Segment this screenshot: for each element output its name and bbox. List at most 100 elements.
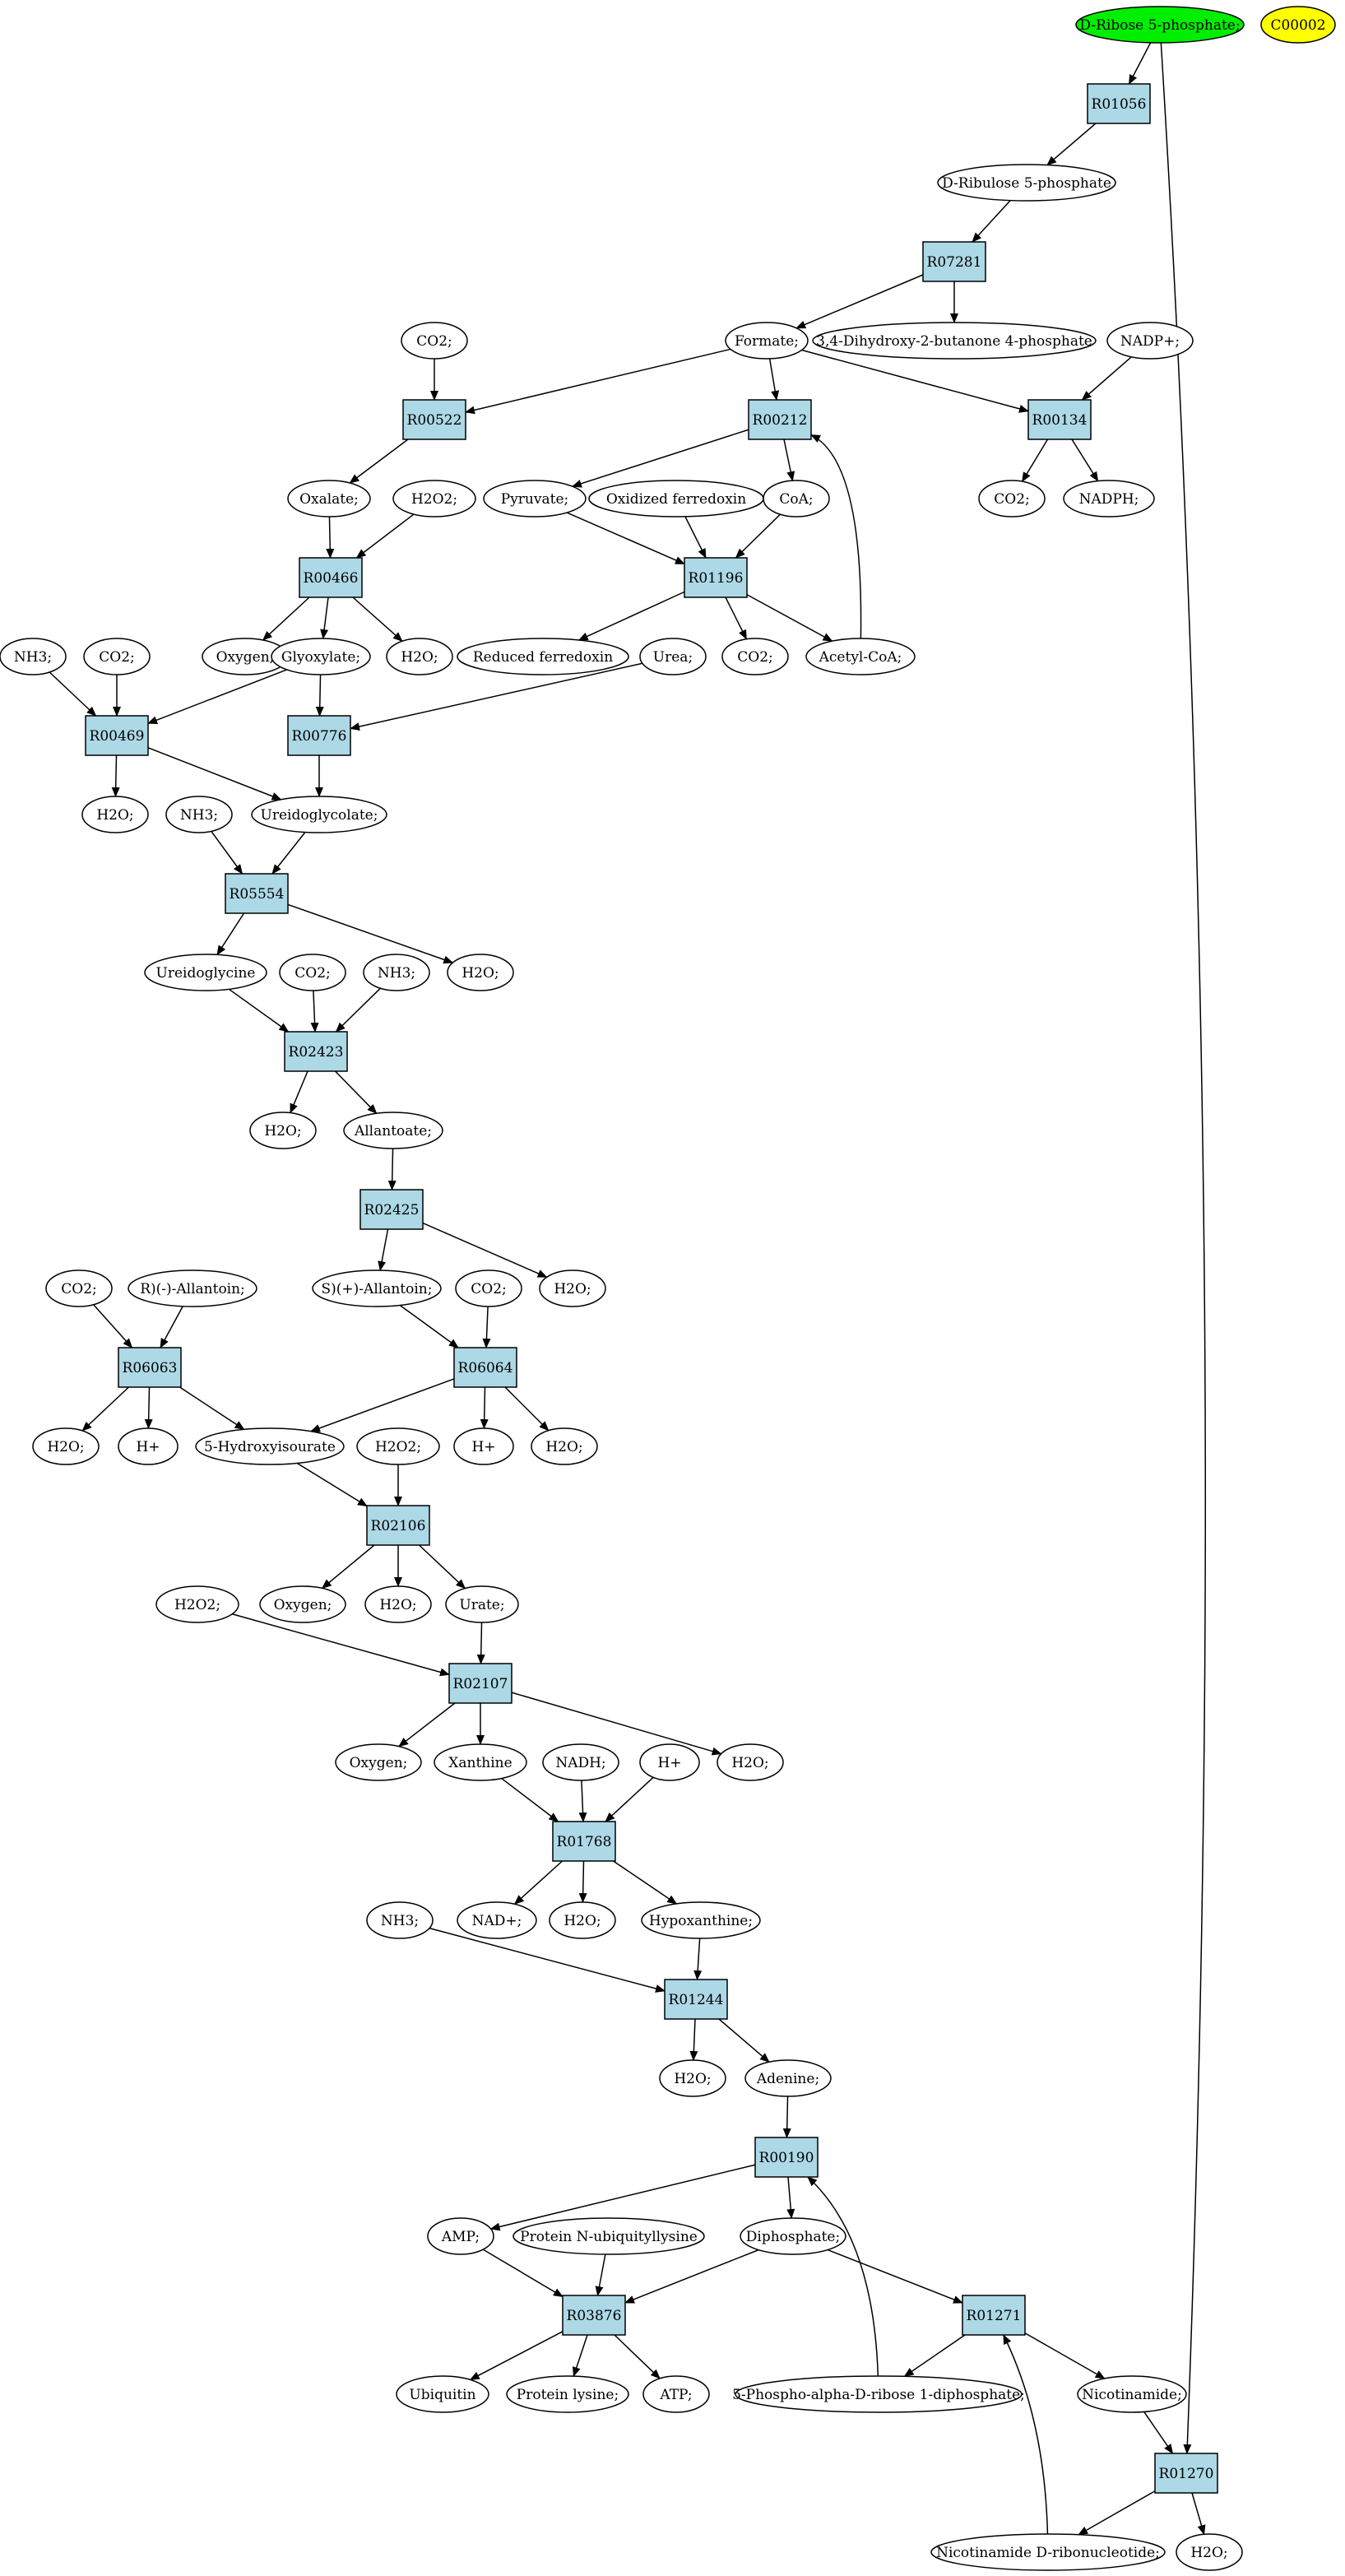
metabolite-node-m-ribulose5p: D-Ribulose 5-phosphate (937, 164, 1116, 202)
node-label: Ureidoglycolate; (261, 807, 378, 824)
metabolite-ellipse (81, 796, 149, 833)
edge-m-nh3-b-to-r-r05554 (211, 830, 243, 875)
edge-m-nmn-to-r-r01271 (1003, 2334, 1049, 2535)
reaction-box (366, 1505, 430, 1546)
metabolite-ellipse (735, 2375, 1023, 2413)
metabolite-ellipse (155, 1585, 239, 1623)
reaction-box (1154, 2453, 1218, 2494)
metabolite-node-m-h2o-f: H2O; (32, 1427, 100, 1465)
metabolite-ellipse (356, 1427, 440, 1465)
node-label: Nicotinamide D-ribonucleotide; (936, 2545, 1160, 2561)
metabolite-node-m-prpp: 5-Phospho-alpha-D-ribose 1-diphosphate; (732, 2375, 1025, 2413)
node-label: Oxygen; (350, 1755, 408, 1771)
edge-r-r01768-to-m-nad (513, 1860, 564, 1905)
metabolite-ellipse (763, 480, 830, 518)
metabolite-ellipse (531, 1427, 598, 1465)
edge-r-r06063-to-m-hplus-a (144, 1386, 153, 1429)
edge-r-r02106-to-m-oxygen-b (321, 1544, 375, 1590)
edge-m-nadp-to-r-r00134 (1081, 356, 1132, 401)
reaction-box (85, 715, 149, 756)
reaction-node-r-r00776: R00776 (287, 715, 351, 756)
metabolite-ellipse (812, 322, 1097, 360)
node-label: NH3; (180, 807, 218, 824)
metabolite-ellipse (118, 1427, 179, 1465)
edge-r-r01271-to-m-nicotinamide (1024, 2332, 1106, 2379)
edge-r-r01768-to-m-h2o-j (578, 1860, 587, 1903)
metabolite-node-m-nadh: NADH; (542, 1743, 619, 1781)
metabolite-node-m-rallantoin: R)(-)-Allantoin; (128, 1269, 257, 1307)
reaction-box (1087, 83, 1151, 124)
node-label: CO2; (416, 333, 452, 350)
edge-m-amp-to-r-r03876 (482, 2249, 564, 2298)
edge-m-formate-to-r-r00212 (768, 358, 780, 401)
node-label: R01056 (1092, 96, 1147, 113)
edge-layer (49, 42, 1207, 2536)
node-label: H2O; (401, 649, 438, 666)
metabolite-ellipse (364, 1585, 432, 1623)
metabolite-node-m-adenine: Adenine; (744, 2059, 832, 2097)
node-label: R00190 (759, 2150, 814, 2166)
edge-r-r06064-to-m-hiu (310, 1378, 455, 1432)
node-label: Formate; (735, 333, 799, 350)
metabolite-node-m-nmn: Nicotinamide D-ribonucleotide; (930, 2533, 1166, 2571)
metabolite-ellipse (445, 1585, 519, 1623)
node-label: H2O; (379, 1597, 416, 1613)
metabolite-ellipse (396, 2375, 489, 2413)
node-label: R00776 (292, 728, 347, 745)
edge-m-oxfd-to-r-r01196 (684, 516, 707, 559)
metabolite-node-m-hiu: 5-Hydroxyisourate (195, 1427, 345, 1465)
metabolite-node-m-nh3-b: NH3; (165, 796, 233, 833)
metabolite-ellipse (1260, 6, 1336, 44)
metabolite-node-m-co2-e: CO2; (279, 954, 346, 991)
edge-r-r00190-to-m-diphosphate (786, 2176, 795, 2220)
node-label: H2O; (731, 1755, 768, 1771)
reaction-node-r-r03876: R03876 (562, 2295, 626, 2336)
node-label: Xanthine (448, 1755, 512, 1771)
edge-m-ureidoglycolate-to-r-r05554 (271, 832, 306, 875)
edge-m-co2-g-to-r-r06064 (482, 1306, 491, 1348)
edge-m-sallantoin-to-r-r06064 (399, 1304, 459, 1348)
edge-m-ribose5p-to-r-r01056 (1128, 42, 1152, 85)
edge-m-formate-to-r-r00134 (801, 349, 1029, 413)
edge-m-h2o2-c-to-r-r02107 (232, 1613, 450, 1677)
edge-r-r00466-to-m-oxygen-a (262, 596, 310, 641)
edge-r-r00134-to-m-nadph (1071, 439, 1099, 482)
edge-r-r02423-to-m-allantoate (334, 1070, 378, 1115)
node-label: R01768 (557, 1834, 612, 1850)
node-label: R05554 (230, 886, 285, 903)
edge-m-urea-to-r-r00776 (350, 662, 643, 731)
node-label: CO2; (471, 1281, 507, 1297)
metabolite-ellipse (195, 1427, 345, 1465)
node-label: Adenine; (756, 2071, 819, 2087)
metabolite-ellipse (1176, 2533, 1243, 2571)
node-label: R02425 (364, 1202, 420, 1218)
edge-m-ribose5p-to-r-r01270 (1160, 42, 1207, 2454)
edge-r-r02425-to-m-h2o-e (422, 1222, 548, 1279)
edge-r-r05554-to-m-h2o-c (287, 903, 454, 964)
metabolite-ellipse (335, 1743, 422, 1781)
reaction-node-r-r05554: R05554 (225, 873, 289, 914)
reaction-node-r-r02106: R02106 (366, 1505, 430, 1546)
reaction-box (748, 399, 812, 440)
edge-r-r01196-to-m-co2-d (725, 596, 748, 640)
node-label: Acetyl-CoA; (819, 649, 902, 666)
metabolite-node-m-oxygen-c: Oxygen; (335, 1743, 422, 1781)
reaction-node-r-r02425: R02425 (359, 1189, 424, 1230)
metabolite-ellipse (453, 1427, 514, 1465)
metabolite-node-m-nh3-a: NH3; (0, 638, 67, 675)
node-label: H2O; (264, 1123, 301, 1139)
reaction-box (664, 1979, 728, 2020)
metabolite-node-m-xanthine: Xanthine (434, 1743, 527, 1781)
metabolite-node-m-allantoate: Allantoate; (343, 1112, 443, 1149)
metabolite-node-m-h2o-b: H2O; (81, 796, 149, 833)
edge-r-r03876-to-m-atp (614, 2334, 661, 2379)
metabolite-ellipse (659, 2059, 726, 2097)
metabolite-ellipse (1063, 480, 1155, 518)
node-label: NAD+; (472, 1913, 522, 1929)
node-label: R00469 (90, 728, 145, 745)
metabolite-node-m-ribose5p: D-Ribose 5-phosphate; (1075, 6, 1245, 44)
metabolite-node-m-oxalate: Oxalate; (287, 480, 371, 518)
node-label: R02107 (453, 1676, 508, 1692)
metabolite-node-m-ureidoglycolate: Ureidoglycolate; (251, 796, 387, 833)
